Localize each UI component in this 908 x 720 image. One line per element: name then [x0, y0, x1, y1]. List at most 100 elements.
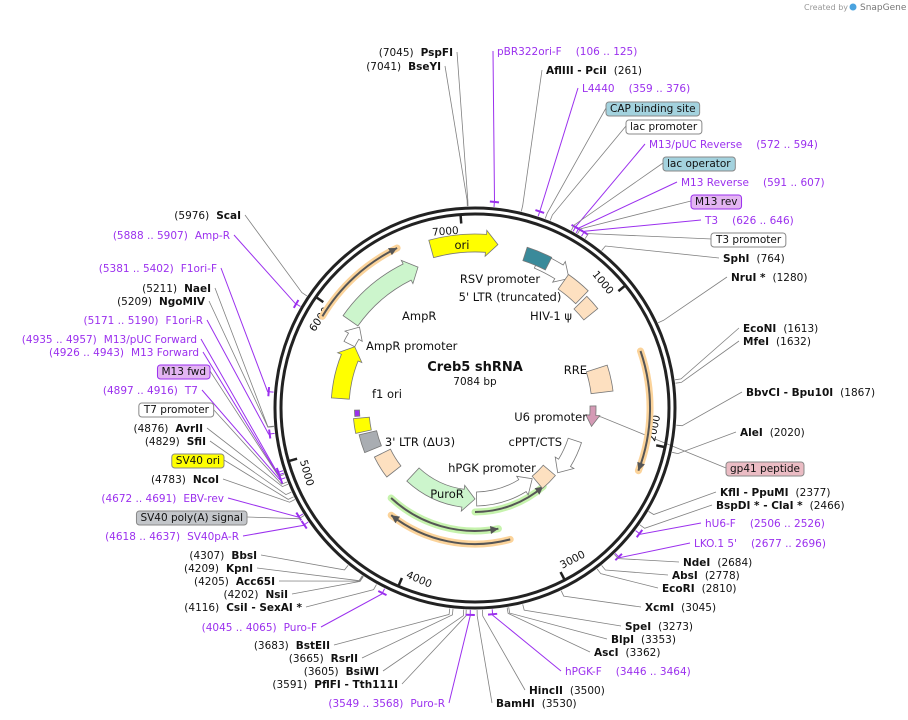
enzyme-label-blpi[interactable]: BlpI(3353): [611, 634, 676, 646]
enzyme-label-sphi[interactable]: SphI(764): [723, 253, 785, 265]
feature-feature[interactable]: [353, 416, 372, 434]
feature-label-text[interactable]: M13 fwd: [161, 366, 206, 378]
feature-ori[interactable]: [428, 229, 499, 259]
feature-label-lac-promoter[interactable]: lac promoter: [625, 119, 703, 135]
enzyme-label-csii-sexai[interactable]: (4116)CsiI - SexAI *: [184, 602, 302, 614]
enzyme-label-spei[interactable]: SpeI(3273): [625, 621, 693, 633]
feature-feature[interactable]: [354, 409, 361, 417]
enzyme-label-text[interactable]: NdeI(2684): [683, 557, 752, 569]
feature-label-sv40-poly-a-signal[interactable]: SV40 poly(A) signal: [135, 510, 248, 526]
enzyme-label-text[interactable]: HincII(3500): [529, 685, 605, 697]
enzyme-label-text[interactable]: (5976)ScaI: [174, 210, 241, 222]
feature-cppt-cts[interactable]: [531, 464, 556, 489]
enzyme-label-text[interactable]: AscI(3362): [594, 647, 660, 659]
enzyme-label-text[interactable]: BlpI(3353): [611, 634, 676, 646]
enzyme-label-text[interactable]: BspDI * - ClaI *(2466): [716, 500, 845, 512]
enzyme-label-text[interactable]: (4876)AvrII: [133, 423, 203, 435]
enzyme-label-bbvci-bpu10i[interactable]: BbvCI - Bpu10I(1867): [746, 387, 875, 399]
primer-label-lko-1-5[interactable]: LKO.1 5'(2677 .. 2696): [694, 538, 826, 550]
feature-label-text[interactable]: gp41 peptide: [730, 463, 800, 475]
primer-label-m13-reverse[interactable]: M13 Reverse(591 .. 607): [681, 177, 825, 189]
feature-label-text[interactable]: SV40 ori: [176, 455, 220, 467]
enzyme-label-absi[interactable]: AbsI(2778): [672, 570, 740, 582]
enzyme-label-econi[interactable]: EcoNI(1613): [743, 323, 818, 335]
primer-label-f1ori-f[interactable]: (5381 .. 5402)F1ori-F: [99, 263, 217, 275]
primer-label-text[interactable]: (3549 .. 3568)Puro-R: [328, 698, 445, 710]
enzyme-label-text[interactable]: XcmI(3045): [645, 602, 716, 614]
feature-3-ltr-u3[interactable]: [373, 448, 402, 478]
feature-label-text[interactable]: SV40 poly(A) signal: [140, 512, 243, 524]
enzyme-label-bsteii[interactable]: (3683)BstEII: [254, 640, 330, 652]
primer-label-text[interactable]: hU6-F(2506 .. 2526): [705, 518, 825, 530]
primer-label-text[interactable]: (4618 .. 4637)SV40pA-R: [105, 531, 239, 543]
feature-f1-ori[interactable]: [330, 346, 363, 400]
enzyme-label-scai[interactable]: (5976)ScaI: [174, 210, 241, 222]
primer-label-text[interactable]: (5381 .. 5402)F1ori-F: [99, 263, 217, 275]
enzyme-label-ncoi[interactable]: (4783)NcoI: [151, 474, 219, 486]
primer-label-text[interactable]: hPGK-F(3446 .. 3464): [565, 666, 691, 678]
enzyme-label-rsrii[interactable]: (3665)RsrII: [289, 653, 358, 665]
enzyme-label-text[interactable]: AflIII - PciI(261): [546, 65, 642, 77]
enzyme-label-text[interactable]: (4209)KpnI: [184, 563, 253, 575]
primer-label-pbr322ori-f[interactable]: pBR322ori-F(106 .. 125): [497, 46, 637, 58]
enzyme-label-text[interactable]: (4202)NsiI: [224, 589, 288, 601]
feature-u6-promoter[interactable]: [554, 437, 583, 474]
enzyme-label-text[interactable]: SpeI(3273): [625, 621, 693, 633]
enzyme-label-bseyi[interactable]: (7041)BseYI: [366, 61, 441, 73]
enzyme-label-text[interactable]: KflI - PpuMI(2377): [720, 487, 830, 499]
enzyme-label-text[interactable]: (5211)NaeI: [142, 283, 211, 295]
feature-feature[interactable]: [358, 430, 382, 454]
feature-label-gp41-peptide[interactable]: gp41 peptide: [725, 461, 805, 477]
feature-puror[interactable]: [406, 467, 476, 513]
primer-label-text[interactable]: (4935 .. 4957)M13/pUC Forward: [22, 334, 197, 346]
primer-label-hu6-f[interactable]: hU6-F(2506 .. 2526): [705, 518, 825, 530]
primer-label-text[interactable]: LKO.1 5'(2677 .. 2696): [694, 538, 826, 550]
primer-label-text[interactable]: (4672 .. 4691)EBV-rev: [101, 493, 224, 505]
enzyme-label-acc65i[interactable]: (4205)Acc65I: [194, 576, 275, 588]
primer-label-l4440[interactable]: L4440(359 .. 376): [582, 83, 690, 95]
primer-label-t3[interactable]: T3(626 .. 646): [704, 215, 794, 227]
enzyme-label-text[interactable]: (4205)Acc65I: [194, 576, 275, 588]
enzyme-label-afliii-pcii[interactable]: AflIII - PciI(261): [546, 65, 642, 77]
primer-label-puro-r[interactable]: (3549 .. 3568)Puro-R: [328, 698, 445, 710]
enzyme-label-text[interactable]: EcoRI(2810): [662, 583, 737, 595]
feature-feature[interactable]: [522, 246, 553, 271]
enzyme-label-avrii[interactable]: (4876)AvrII: [133, 423, 203, 435]
feature-ampr[interactable]: [342, 259, 419, 327]
primer-label-sv40pa-r[interactable]: (4618 .. 4637)SV40pA-R: [105, 531, 239, 543]
feature-hpgk-promoter[interactable]: [476, 475, 533, 507]
enzyme-label-pflfi-tth111i[interactable]: (3591)PflFI - Tth111I: [272, 679, 398, 691]
feature-label-text[interactable]: T7 promoter: [143, 404, 210, 416]
primer-label-text[interactable]: (4897 .. 4916)T7: [103, 385, 198, 397]
primer-label-text[interactable]: T3(626 .. 646): [704, 215, 794, 227]
enzyme-label-mfei[interactable]: MfeI(1632): [743, 336, 811, 348]
enzyme-label-xcmi[interactable]: XcmI(3045): [645, 602, 716, 614]
enzyme-label-bspdi-clai[interactable]: BspDI * - ClaI *(2466): [716, 500, 845, 512]
feature-ampr-promoter[interactable]: [343, 326, 363, 348]
enzyme-label-text[interactable]: EcoNI(1613): [743, 323, 818, 335]
primer-label-m13-puc-reverse[interactable]: M13/pUC Reverse(572 .. 594): [649, 139, 818, 151]
enzyme-label-bsiwi[interactable]: (3605)BsiWI: [304, 666, 379, 678]
feature-label-t7-promoter[interactable]: T7 promoter: [138, 402, 215, 418]
primer-label-t7[interactable]: (4897 .. 4916)T7: [103, 385, 198, 397]
enzyme-label-ngomiv[interactable]: (5209)NgoMIV: [117, 296, 206, 308]
enzyme-label-bamhi[interactable]: BamHI(3530): [496, 698, 577, 710]
enzyme-label-hincii[interactable]: HincII(3500): [529, 685, 605, 697]
enzyme-label-text[interactable]: AleI(2020): [740, 427, 805, 439]
primer-label-text[interactable]: L4440(359 .. 376): [582, 83, 690, 95]
enzyme-label-bbsi[interactable]: (4307)BbsI: [189, 550, 257, 562]
enzyme-label-nrui[interactable]: NruI *(1280): [731, 272, 807, 284]
primer-label-text[interactable]: M13/pUC Reverse(572 .. 594): [649, 139, 818, 151]
enzyme-label-text[interactable]: (4783)NcoI: [151, 474, 219, 486]
feature-rre[interactable]: [585, 364, 614, 395]
feature-feature[interactable]: [585, 405, 601, 428]
enzyme-label-text[interactable]: (3591)PflFI - Tth111I: [272, 679, 398, 691]
primer-label-f1ori-r[interactable]: (5171 .. 5190)F1ori-R: [84, 315, 203, 327]
feature-label-m13-rev[interactable]: M13 rev: [690, 194, 743, 210]
primer-label-amp-r[interactable]: (5888 .. 5907)Amp-R: [113, 230, 230, 242]
enzyme-label-alei[interactable]: AleI(2020): [740, 427, 805, 439]
feature-label-cap-binding-site[interactable]: CAP binding site: [605, 101, 701, 117]
enzyme-label-text[interactable]: MfeI(1632): [743, 336, 811, 348]
primer-label-ebv-rev[interactable]: (4672 .. 4691)EBV-rev: [101, 493, 224, 505]
feature-label-sv40-ori[interactable]: SV40 ori: [171, 453, 225, 469]
